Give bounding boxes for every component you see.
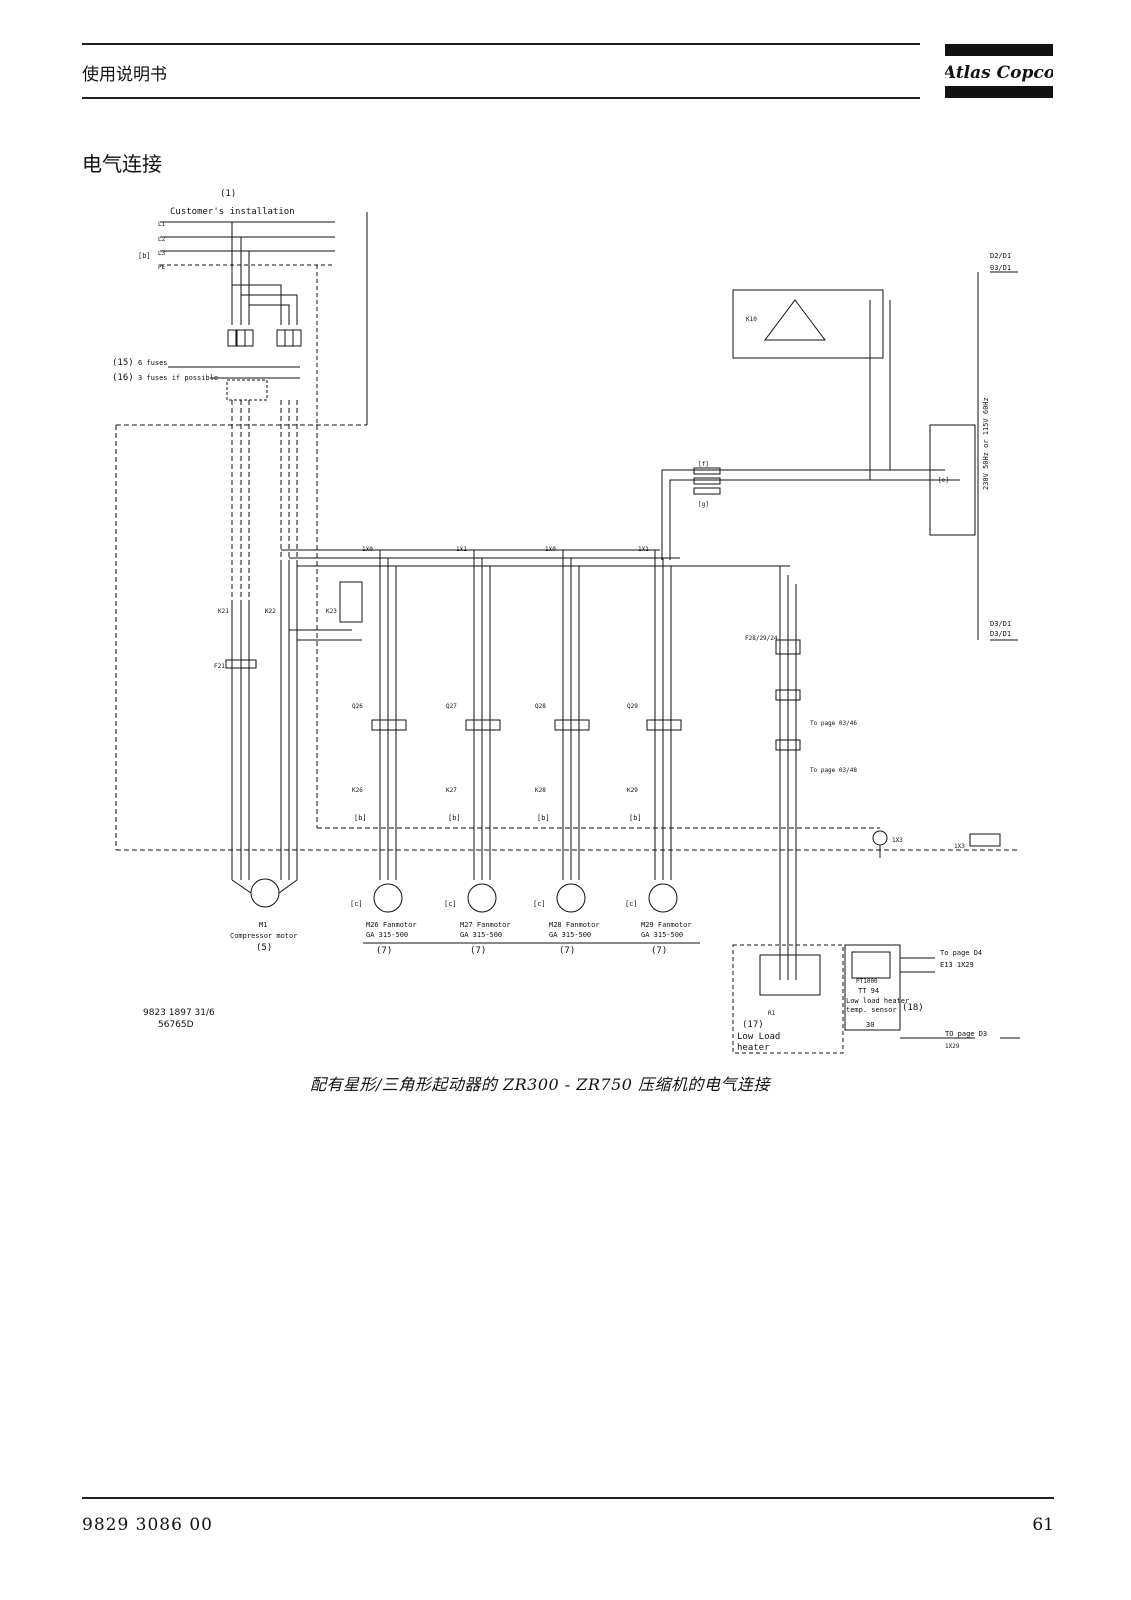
label-l1: L1 <box>158 221 166 228</box>
label-q27: Q27 <box>446 703 457 710</box>
doc-number: 9829 3086 00 <box>82 1515 213 1535</box>
label-tt-num: (18) <box>902 1003 924 1013</box>
label-to-page-2: To page 03/48 <box>810 767 857 774</box>
label-tt-l2: temp. sensor <box>846 1006 897 1014</box>
label-b-fan-3: [b] <box>537 814 550 822</box>
label-l3: L3 <box>158 250 166 257</box>
label-ref-top1: D2/D1 <box>990 252 1011 260</box>
label-ref-bot2: D3/D1 <box>990 630 1011 638</box>
label-c-fan-3: [c] <box>533 900 546 908</box>
diagram-caption: 配有星形/三角形起动器的 ZR300 - ZR750 压缩机的电气连接 <box>310 1075 771 1094</box>
label-to-page-1: To page 03/46 <box>810 720 857 727</box>
label-m28-model: GA 315-500 <box>549 931 591 939</box>
label-b-fan-1: [b] <box>354 814 367 822</box>
label-ref-top2: 03/D1 <box>990 264 1011 272</box>
label-pt1000: PT1000 <box>856 978 878 985</box>
label-k26: K26 <box>352 787 363 794</box>
label-m27-model: GA 315-500 <box>460 931 502 939</box>
section-title: 电气连接 <box>82 152 162 176</box>
label-tt-val: 30 <box>866 1021 874 1029</box>
label-b-tag: [b] <box>138 252 151 260</box>
footer-rule <box>82 1497 1054 1499</box>
label-c-fan-1: [c] <box>350 900 363 908</box>
label-k21: K21 <box>218 608 229 615</box>
label-q26: Q26 <box>352 703 363 710</box>
label-fuses6-num: (15) <box>112 358 134 368</box>
label-1x3-b: 1X3 <box>954 843 965 850</box>
page-number: 61 <box>1032 1515 1054 1535</box>
label-fan-tag-1: 1X0 <box>362 546 373 553</box>
label-k22: K22 <box>265 608 276 615</box>
label-m27: M27 Fanmotor <box>460 921 511 929</box>
label-m29-num: (7) <box>651 946 667 956</box>
header-rule-bottom <box>82 97 920 99</box>
label-l2: L2 <box>158 236 166 243</box>
label-fan-tag-4: 1X1 <box>638 546 649 553</box>
label-heater-l1: Low Load <box>737 1032 780 1042</box>
label-fuse-f: F28/29/24 <box>745 635 778 642</box>
label-code1: 9823 1897 31/6 <box>143 1008 215 1018</box>
label-m29-model: GA 315-500 <box>641 931 683 939</box>
label-fuses3: 3 fuses if possible <box>138 374 218 382</box>
header-rule-top <box>82 43 920 45</box>
label-tt-l1: Low load heater <box>846 997 909 1005</box>
label-q28: Q28 <box>535 703 546 710</box>
label-m28-num: (7) <box>559 946 575 956</box>
manual-title: 使用说明书 <box>82 65 167 85</box>
label-b-fan-4: [b] <box>629 814 642 822</box>
label-transformer: 230V 50Hz or 115V 60Hz <box>982 397 990 490</box>
label-fuses6: 6 fuses <box>138 359 168 367</box>
label-to-page-d3: TO page D3 <box>945 1030 987 1038</box>
label-b-fan-2: [b] <box>448 814 461 822</box>
label-e13: E13 1X29 <box>940 961 974 969</box>
svg-text:Atlas Copco: Atlas Copco <box>945 63 1053 83</box>
label-code2: 56765D <box>158 1020 194 1030</box>
label-m29: M29 Fanmotor <box>641 921 692 929</box>
label-m27-num: (7) <box>470 946 486 956</box>
label-m1: M1 <box>259 921 267 929</box>
label-customer-install-num: (1) <box>220 189 236 199</box>
label-m26-num: (7) <box>376 946 392 956</box>
wiring-diagram: (1) Customer's installation L1 L2 L3 PE … <box>112 189 1020 1054</box>
label-f-tag: [f] <box>698 461 709 468</box>
label-k10: K10 <box>746 316 757 323</box>
label-heater-l2: heater <box>737 1043 770 1053</box>
label-k28: K28 <box>535 787 546 794</box>
label-r1: R1 <box>768 1010 776 1017</box>
label-g-tag: [g] <box>698 501 709 508</box>
label-tt94: TT 94 <box>858 987 879 995</box>
label-customer-install: Customer's installation <box>170 207 295 217</box>
label-pe: PE <box>158 264 166 271</box>
label-f21: F21 <box>214 663 225 670</box>
label-1x3-a: 1X3 <box>892 837 903 844</box>
label-m26: M26 Fanmotor <box>366 921 417 929</box>
label-c-fan-2: [c] <box>444 900 457 908</box>
label-heater-num: (17) <box>742 1020 764 1030</box>
label-fuses3-num: (16) <box>112 373 134 383</box>
label-m26-model: GA 315-500 <box>366 931 408 939</box>
label-m28: M28 Fanmotor <box>549 921 600 929</box>
label-fan-tag-2: 1X1 <box>456 546 467 553</box>
label-c-fan-4: [c] <box>625 900 638 908</box>
atlas-copco-logo: Atlas Copco <box>945 44 1053 98</box>
label-motor-num: (5) <box>256 943 272 953</box>
label-k29: K29 <box>627 787 638 794</box>
label-compressor-motor: Compressor motor <box>230 932 297 940</box>
label-q29: Q29 <box>627 703 638 710</box>
label-fan-tag-3: 1X0 <box>545 546 556 553</box>
label-e-tag: [e] <box>938 477 949 484</box>
label-k27: K27 <box>446 787 457 794</box>
label-1x29: 1X29 <box>945 1043 960 1050</box>
label-to-page-d4: To page D4 <box>940 949 982 957</box>
label-ref-bot1: D3/D1 <box>990 620 1011 628</box>
label-k23: K23 <box>326 608 337 615</box>
